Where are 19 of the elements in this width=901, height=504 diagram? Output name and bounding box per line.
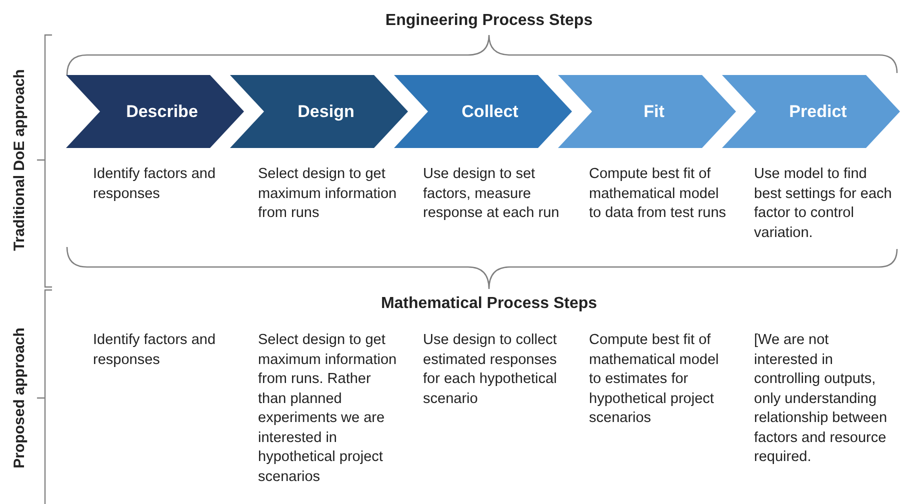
step-description: Identify factors and responses [93, 165, 217, 204]
step-description: Select design to get maximum information from runs [258, 165, 398, 223]
step-description: Identify factors and responses [93, 331, 217, 370]
step-label: Describe [126, 100, 198, 123]
step-description: Select design to get maximum information from runs. Rather than planned experiments we are interested in hypothetical project scenarios [258, 331, 398, 486]
row-label: Traditional DoE approach [10, 69, 29, 251]
step-description: Compute best fit of mathematical model to data from test runs [589, 165, 728, 223]
step-description: Use design to collect estimated responses for each hypothetical scenario [423, 331, 558, 408]
row-label: Proposed approach [10, 328, 29, 468]
step-label: Fit [644, 100, 664, 123]
step-description: Use model to find best settings for each factor to control variation. [754, 165, 893, 242]
step-description: [We are not interested in controlling outputs, only understanding relationship between factors and resource required. [754, 331, 888, 467]
step-label: Collect [462, 100, 518, 123]
step-label: Design [298, 100, 354, 123]
step-label: Predict [789, 100, 847, 123]
heading: Engineering Process Steps [385, 11, 593, 31]
step-description: Use design to set factors, measure response at each run [423, 165, 560, 223]
step-description: Compute best fit of mathematical model to estimates for hypothetical project scenarios [589, 331, 720, 428]
heading: Mathematical Process Steps [380, 294, 598, 314]
